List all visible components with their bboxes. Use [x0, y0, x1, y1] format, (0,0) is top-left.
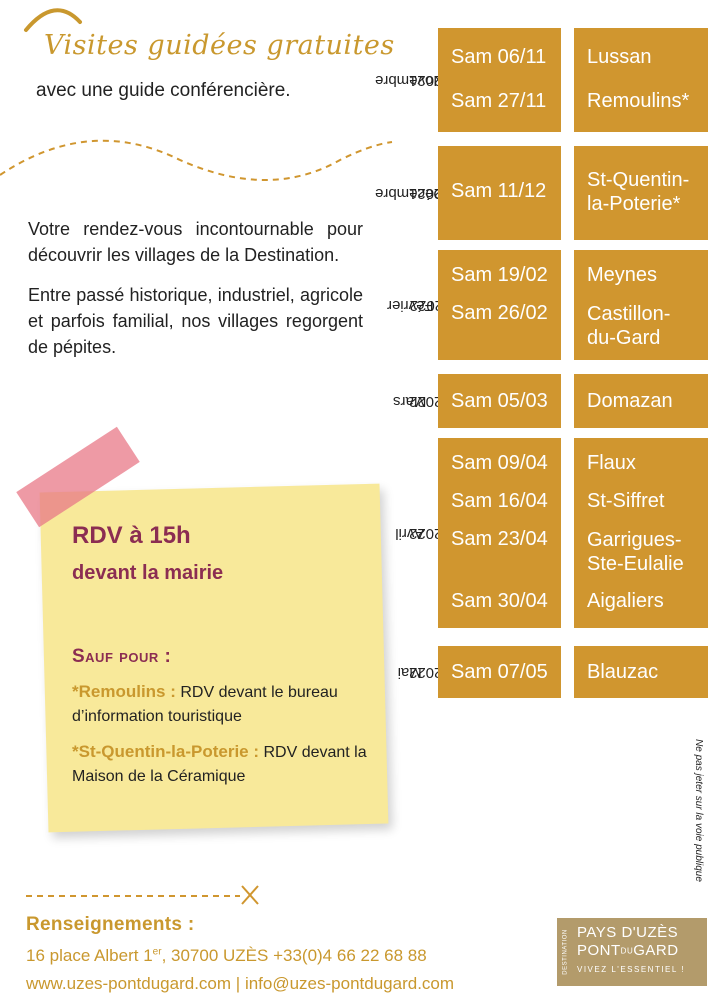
place-item: St-Siffret [587, 490, 665, 512]
date-item: Sam 26/02 [451, 302, 548, 324]
logo-side-text: DESTINATION [563, 929, 570, 975]
top-arc-decoration [24, 8, 82, 32]
intro-paragraph-1: Votre rendez-vous incontournable pour dé… [28, 219, 363, 265]
place-item: Remoulins* [587, 90, 690, 112]
dates-box-mars: Sam 05/03 [438, 374, 561, 428]
page-subtitle: avec une guide conférencière. [36, 80, 291, 101]
exception-remoulins: *Remoulins : RDV devant le bureau d’info… [72, 680, 382, 729]
page-title: Visites guidées gratuites [44, 30, 395, 61]
intro-paragraph-2: Entre passé historique, industriel, agri… [28, 285, 363, 357]
place-item: St-Quentin- la-Poterie* [587, 169, 690, 215]
date-item: Sam 19/02 [451, 264, 548, 286]
places-box-novembre: Lussan Remoulins* [574, 28, 708, 132]
logo-line-2: PONTDUGARD [577, 942, 679, 959]
dates-box-decembre: Sam 11/12 [438, 146, 561, 240]
exception-text: RDV devant le bureau d’information touri… [72, 684, 338, 725]
scissors-cross-icon [241, 885, 259, 905]
place-item: Meynes [587, 264, 658, 286]
places-box-fevrier: Meynes Castillon- du-Gard [574, 250, 708, 360]
place-item: Domazan [587, 390, 673, 412]
place-item: Blauzac [587, 661, 659, 683]
date-item: Sam 06/11 [451, 46, 547, 68]
info-title: Renseignements : [26, 914, 195, 935]
exception-st-quentin: *St-Quentin-la-Poterie : RDV devant la M… [72, 740, 382, 789]
info-address: 16 place Albert 1er, 30700 UZÈS +33(0)4 … [26, 946, 427, 966]
dates-box-fevrier: Sam 19/02 Sam 26/02 [438, 250, 561, 360]
logo-word-du: DU [620, 946, 634, 956]
places-box-mars: Domazan [574, 374, 708, 428]
logo-line-1: PAYS D'UZÈS [577, 924, 679, 941]
dates-box-avril: Sam 09/04 Sam 16/04 Sam 23/04 Sam 30/04 [438, 438, 561, 628]
address-phone: , 30700 UZÈS +33(0)4 66 22 68 88 [161, 946, 427, 965]
place-item: Castillon- du-Gard [587, 303, 671, 349]
website-link[interactable]: www.uzes-pontdugard.com [26, 974, 232, 993]
exceptions-heading: Sauf pour : [72, 646, 172, 667]
logo-tagline: VIVEZ L'ESSENTIEL ! [577, 965, 685, 974]
place-item: Lussan [587, 46, 652, 68]
place-item: Flaux [587, 452, 636, 474]
address-text: 16 place Albert 1 [26, 946, 153, 965]
email-link[interactable]: info@uzes-pontdugard.com [244, 974, 455, 993]
brand-logo: DESTINATION PAYS D'UZÈS PONTDUGARD VIVEZ… [557, 918, 707, 986]
date-item: Sam 07/05 [451, 661, 548, 683]
info-contacts: www.uzes-pontdugard.com | info@uzes-pont… [26, 974, 454, 994]
litter-notice-text: Ne pas jeter sur la voie publique [692, 738, 704, 882]
place-item: Garrigues- Ste-Eulalie [587, 529, 684, 575]
date-item: Sam 27/11 [451, 90, 547, 112]
rdv-place: devant la mairie [72, 562, 224, 584]
intro-text: Votre rendez-vous incontournable pour dé… [28, 216, 363, 374]
places-box-avril: Flaux St-Siffret Garrigues- Ste-Eulalie … [574, 438, 708, 628]
date-item: Sam 23/04 [451, 528, 548, 550]
dates-box-mai: Sam 07/05 [438, 646, 561, 698]
date-item: Sam 30/04 [451, 590, 548, 612]
exception-place: *Remoulins : [72, 682, 176, 701]
place-item: Aigaliers [587, 590, 664, 612]
date-item: Sam 16/04 [451, 490, 548, 512]
dates-box-novembre: Sam 06/11 Sam 27/11 [438, 28, 561, 132]
exception-place: *St-Quentin-la-Poterie : [72, 742, 260, 761]
date-item: Sam 11/12 [451, 180, 547, 202]
rdv-time: RDV à 15h [72, 522, 191, 549]
address-superscript: er [152, 946, 162, 958]
places-box-mai: Blauzac [574, 646, 708, 698]
places-box-decembre: St-Quentin- la-Poterie* [574, 146, 708, 240]
separator: | [235, 974, 241, 993]
date-item: Sam 09/04 [451, 452, 548, 474]
logo-word-gard: GARD [633, 942, 679, 959]
litter-notice: Ne pas jeter sur la voie publique [688, 730, 708, 890]
dashed-wave-decoration [0, 139, 393, 181]
exception-text: RDV devant la Maison de la Céramique [72, 744, 367, 785]
logo-word-pont: PONT [577, 942, 621, 959]
date-item: Sam 05/03 [451, 390, 548, 412]
